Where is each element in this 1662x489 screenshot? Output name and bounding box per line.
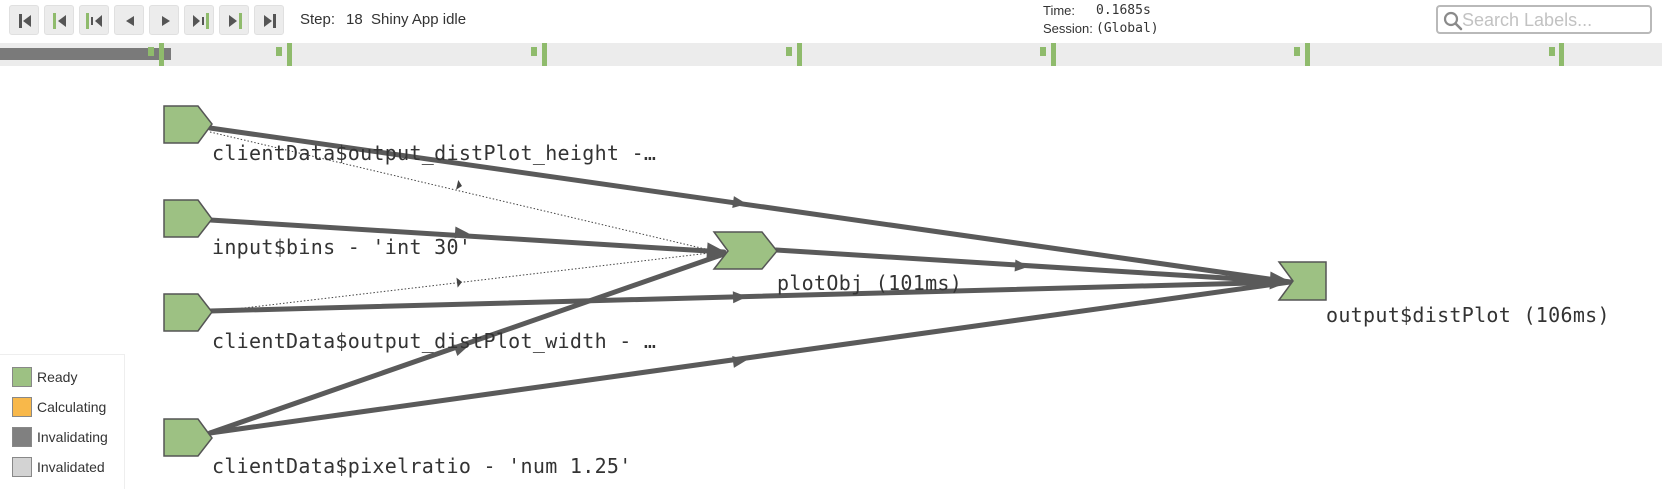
input-node-shape [163, 418, 213, 457]
edge-height-plotObj [209, 131, 719, 253]
node-plotObj[interactable]: plotObj (101ms) [712, 231, 962, 295]
node-label-height: clientData$output_distPlot_height -… [212, 141, 656, 165]
node-bins[interactable]: input$bins - 'int 30' [163, 199, 471, 259]
input-node-shape [163, 199, 213, 238]
node-label-distPlot: output$distPlot (106ms) [1326, 303, 1610, 327]
step-back-icon [126, 16, 134, 26]
last-step-button[interactable] [254, 5, 284, 35]
edge-pixelratio-distPlot [207, 279, 1293, 436]
node-label-width: clientData$output_distPlot_width - … [212, 329, 656, 353]
time-label: Time: [1043, 3, 1076, 18]
timeline-step-marker [287, 43, 292, 66]
toolbar: Step: 18 Shiny App idle Time: 0.1685s Se… [0, 0, 1662, 42]
timeline-step-marker [159, 43, 164, 66]
previous-marker-icon [53, 13, 66, 29]
skip-to-end-icon [264, 14, 276, 28]
legend-label-ready: Ready [37, 369, 78, 385]
legend-label-invalidating: Invalidating [37, 429, 108, 445]
edge-pixelratio-plotObj [207, 251, 727, 436]
timeline-idle-marker [148, 47, 154, 56]
step-value: 18 Shiny App idle [346, 11, 467, 28]
node-distPlot[interactable]: output$distPlot (106ms) [1277, 261, 1610, 327]
step-label: Step: [300, 11, 336, 28]
previous-idle-button[interactable] [79, 5, 109, 35]
observer-node-shape [1277, 261, 1327, 301]
observable-node-shape [712, 231, 778, 270]
legend-swatch-ready [12, 367, 32, 387]
next-user-event-button[interactable] [219, 5, 249, 35]
legend-swatch-invalidated [12, 457, 32, 477]
search-icon [1443, 11, 1463, 31]
node-width[interactable]: clientData$output_distPlot_width - … [163, 293, 656, 353]
next-marker-icon [229, 13, 242, 29]
search-input[interactable] [1462, 9, 1648, 31]
next-idle-icon [193, 13, 209, 29]
timeline-progress [0, 48, 172, 60]
invalidation-edges [209, 131, 719, 313]
node-label-bins: input$bins - 'int 30' [212, 235, 471, 259]
previous-idle-icon [86, 13, 102, 29]
edge-width-distPlot [207, 279, 1293, 314]
timeline-idle-marker [786, 47, 792, 56]
timeline-step-marker [542, 43, 547, 66]
timeline-step-marker [1559, 43, 1564, 66]
skip-to-start-icon [19, 14, 31, 28]
edge-plotObj-distPlot [773, 247, 1293, 285]
input-node-shape [163, 105, 213, 144]
edge-arrows [453, 196, 1290, 368]
next-step-button[interactable] [149, 5, 179, 35]
node-height[interactable]: clientData$output_distPlot_height -… [163, 105, 656, 165]
input-node-shape [163, 293, 213, 332]
legend-swatch-invalidating [12, 427, 32, 447]
timeline-idle-marker [276, 47, 282, 56]
edge-width-plotObj [209, 251, 719, 313]
status-legend: Ready Calculating Invalidating Invalidat… [0, 354, 125, 489]
step-forward-icon [162, 16, 170, 26]
timeline-step-marker [1305, 43, 1310, 66]
previous-step-button[interactable] [114, 5, 144, 35]
legend-swatch-calculating [12, 397, 32, 417]
timeline-idle-marker [1549, 47, 1555, 56]
timeline-bar[interactable] [0, 43, 1662, 66]
search-box[interactable] [1436, 5, 1652, 34]
legend-label-invalidated: Invalidated [37, 459, 105, 475]
next-idle-button[interactable] [184, 5, 214, 35]
dependency-edges [207, 125, 1293, 436]
node-pixelratio[interactable]: clientData$pixelratio - 'num 1.25' [163, 418, 632, 478]
reactive-graph: clientData$output_distPlot_height -… inp… [163, 105, 1610, 478]
timeline-idle-marker [1294, 47, 1300, 56]
timeline-idle-marker [531, 47, 537, 56]
timeline-idle-marker [1040, 47, 1046, 56]
first-step-button[interactable] [9, 5, 39, 35]
edge-bins-plotObj [207, 217, 727, 255]
time-value: 0.1685s [1096, 3, 1151, 18]
node-label-pixelratio: clientData$pixelratio - 'num 1.25' [212, 454, 632, 478]
edge-height-distPlot [207, 125, 1293, 285]
timeline-markers [148, 43, 1564, 66]
node-label-plotObj: plotObj (101ms) [777, 271, 962, 295]
session-label: Session: [1043, 21, 1093, 36]
timeline-step-marker [797, 43, 802, 66]
previous-user-event-button[interactable] [44, 5, 74, 35]
session-value: (Global) [1096, 21, 1159, 36]
timeline-step-marker [1051, 43, 1056, 66]
legend-label-calculating: Calculating [37, 399, 107, 415]
